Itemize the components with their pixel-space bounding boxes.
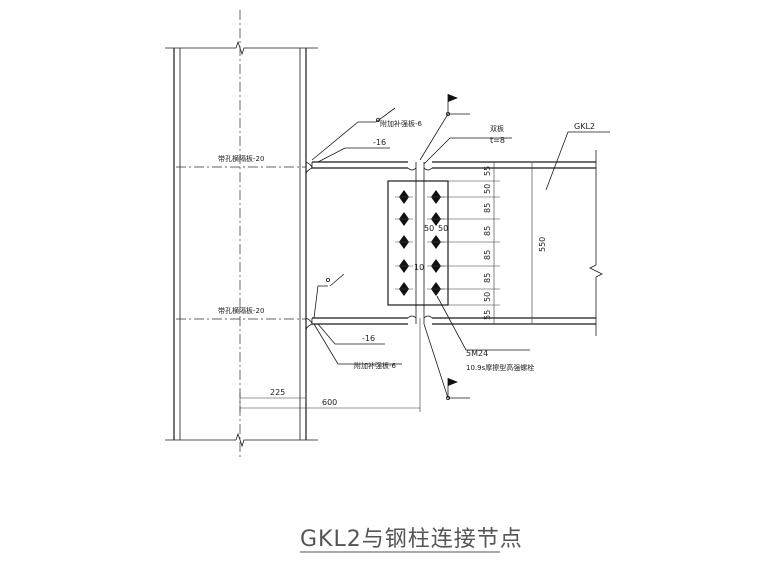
beam-gkl2	[305, 150, 603, 336]
dim-pitch-first: 50	[483, 184, 492, 194]
dim-gap: 10	[414, 263, 424, 272]
bolt-spec-note: 5M24	[466, 349, 488, 358]
steel-column	[165, 40, 318, 448]
dim-gauge-right: 50	[438, 224, 448, 233]
dim-pitch-last: 50	[483, 292, 492, 302]
splice-plate	[387, 180, 449, 306]
weld-flag-icon	[448, 378, 458, 386]
dim-pitch-4: 85	[483, 273, 492, 283]
flange-top-note: -16	[373, 138, 386, 147]
dim-edge-top: 55	[483, 166, 492, 176]
flange-bottom-note: -16	[362, 334, 375, 343]
dim-gauge-left: 50	[424, 224, 434, 233]
dim-edge-bottom: 55	[483, 310, 492, 320]
dim-pitch-2: 85	[483, 226, 492, 236]
dim-col-offset: 225	[270, 388, 285, 397]
stiffener-bottom-note: 附加补强板-6	[354, 361, 397, 370]
bolt-grade-note: 10.9s摩擦型高强螺栓	[466, 363, 534, 372]
annotations: 附加补强板-6 -16 带孔横隔板-20 带孔横隔板-20 附加补强板-6 -1…	[218, 94, 610, 400]
drawing-title: GKL2与钢柱连接节点	[300, 527, 523, 552]
bolt-group	[395, 190, 445, 296]
dim-pitch-1: 85	[483, 203, 492, 213]
weld-flag-icon	[448, 94, 458, 102]
dim-total-length: 600	[322, 398, 337, 407]
beam-label: GKL2	[574, 122, 595, 131]
dimensions: 55 50 85 85 85 85 50 55 550 50 50 10 225…	[239, 161, 547, 412]
double-plate-note: 双板	[490, 124, 504, 133]
dim-beam-depth: 550	[538, 237, 547, 252]
stiffener-top-note: 附加补强板-6	[380, 119, 423, 128]
plate-thickness-note: t=8	[490, 136, 505, 145]
dim-pitch-3: 85	[483, 250, 492, 260]
diaphragm-bottom-note: 带孔横隔板-20	[218, 306, 264, 315]
diaphragm-top-note: 带孔横隔板-20	[218, 154, 264, 163]
